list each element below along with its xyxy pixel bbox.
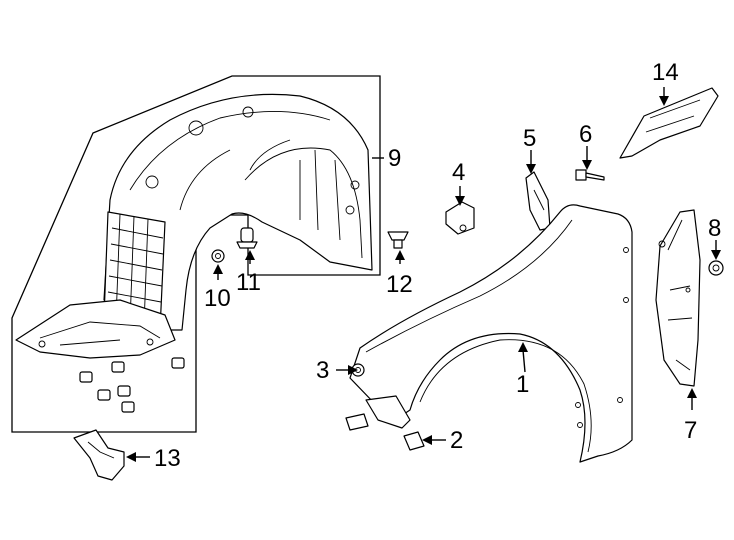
callout-13: 13 bbox=[154, 445, 181, 472]
part-5-bracket[interactable] bbox=[525, 171, 551, 231]
callout-5: 5 bbox=[523, 125, 536, 152]
liner-group-frame bbox=[11, 75, 381, 433]
callout-11: 11 bbox=[236, 269, 261, 296]
part-4-stopper[interactable] bbox=[445, 201, 475, 235]
part-11-push-clip[interactable] bbox=[236, 227, 258, 249]
callout-10: 10 bbox=[204, 285, 231, 312]
part-13-bracket[interactable] bbox=[73, 429, 125, 481]
part-8-clip[interactable] bbox=[708, 260, 724, 276]
part-12-clip[interactable] bbox=[387, 231, 409, 249]
callout-9: 9 bbox=[388, 145, 401, 172]
callout-3: 3 bbox=[316, 357, 329, 384]
part-10-washer[interactable] bbox=[211, 249, 225, 263]
splash-shield[interactable] bbox=[15, 299, 176, 359]
part-14-molding[interactable] bbox=[619, 87, 719, 159]
callout-12: 12 bbox=[386, 271, 413, 298]
callout-1: 1 bbox=[516, 371, 529, 398]
part-7-seal[interactable] bbox=[655, 209, 701, 387]
callout-2: 2 bbox=[450, 427, 463, 454]
callout-6: 6 bbox=[579, 121, 592, 148]
fender[interactable] bbox=[349, 204, 633, 463]
callout-14: 14 bbox=[652, 59, 679, 86]
fender-lower-bracket bbox=[345, 395, 411, 431]
callout-4: 4 bbox=[452, 159, 465, 186]
leader-lines bbox=[126, 87, 721, 462]
part-2-clip[interactable] bbox=[403, 431, 425, 451]
liner-clips[interactable] bbox=[79, 357, 185, 413]
callout-8: 8 bbox=[708, 215, 721, 242]
callout-7: 7 bbox=[684, 417, 697, 444]
part-6-bolt[interactable] bbox=[575, 169, 605, 181]
